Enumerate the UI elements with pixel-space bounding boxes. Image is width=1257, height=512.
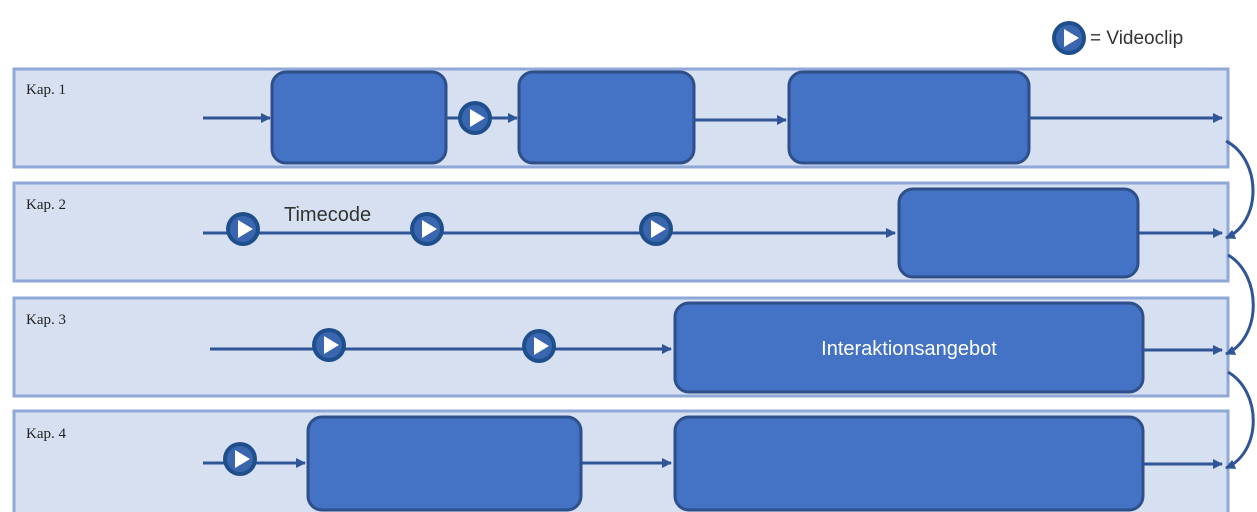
chapter-connector [1225, 370, 1255, 470]
content-box [787, 70, 1031, 165]
content-box [306, 415, 583, 512]
video-play-icon [410, 212, 444, 246]
timecode-annotation: Timecode [284, 204, 371, 226]
video-play-icon [639, 212, 673, 246]
content-box [897, 187, 1140, 279]
lane-label: Kap. 3 [26, 312, 66, 328]
legend: = Videoclip [1052, 21, 1183, 55]
content-box [673, 415, 1145, 512]
flow-kap-2: Timecode [203, 187, 1223, 279]
lane-label: Kap. 1 [26, 82, 66, 98]
interaction-box-label: Interaktionsangebot [821, 338, 997, 360]
lane-label: Kap. 4 [26, 426, 66, 442]
flow-kap-3: Interaktionsangebot [210, 301, 1223, 394]
chapter-connector [1225, 139, 1255, 240]
video-play-icon [312, 328, 346, 362]
chapter-connectors [1225, 139, 1255, 470]
content-box [270, 70, 448, 165]
legend-text: = Videoclip [1090, 28, 1183, 49]
video-play-icon [226, 212, 260, 246]
lane-label: Kap. 2 [26, 197, 66, 213]
interaction-box [673, 301, 1145, 394]
content-box [517, 70, 696, 165]
video-play-icon [522, 329, 556, 363]
video-play-icon [458, 101, 492, 135]
chapter-connector [1225, 253, 1255, 356]
flow-kap-4 [203, 415, 1223, 512]
video-play-icon [223, 442, 257, 476]
video-play-icon [1052, 21, 1086, 55]
flow-kap-1 [203, 70, 1223, 165]
